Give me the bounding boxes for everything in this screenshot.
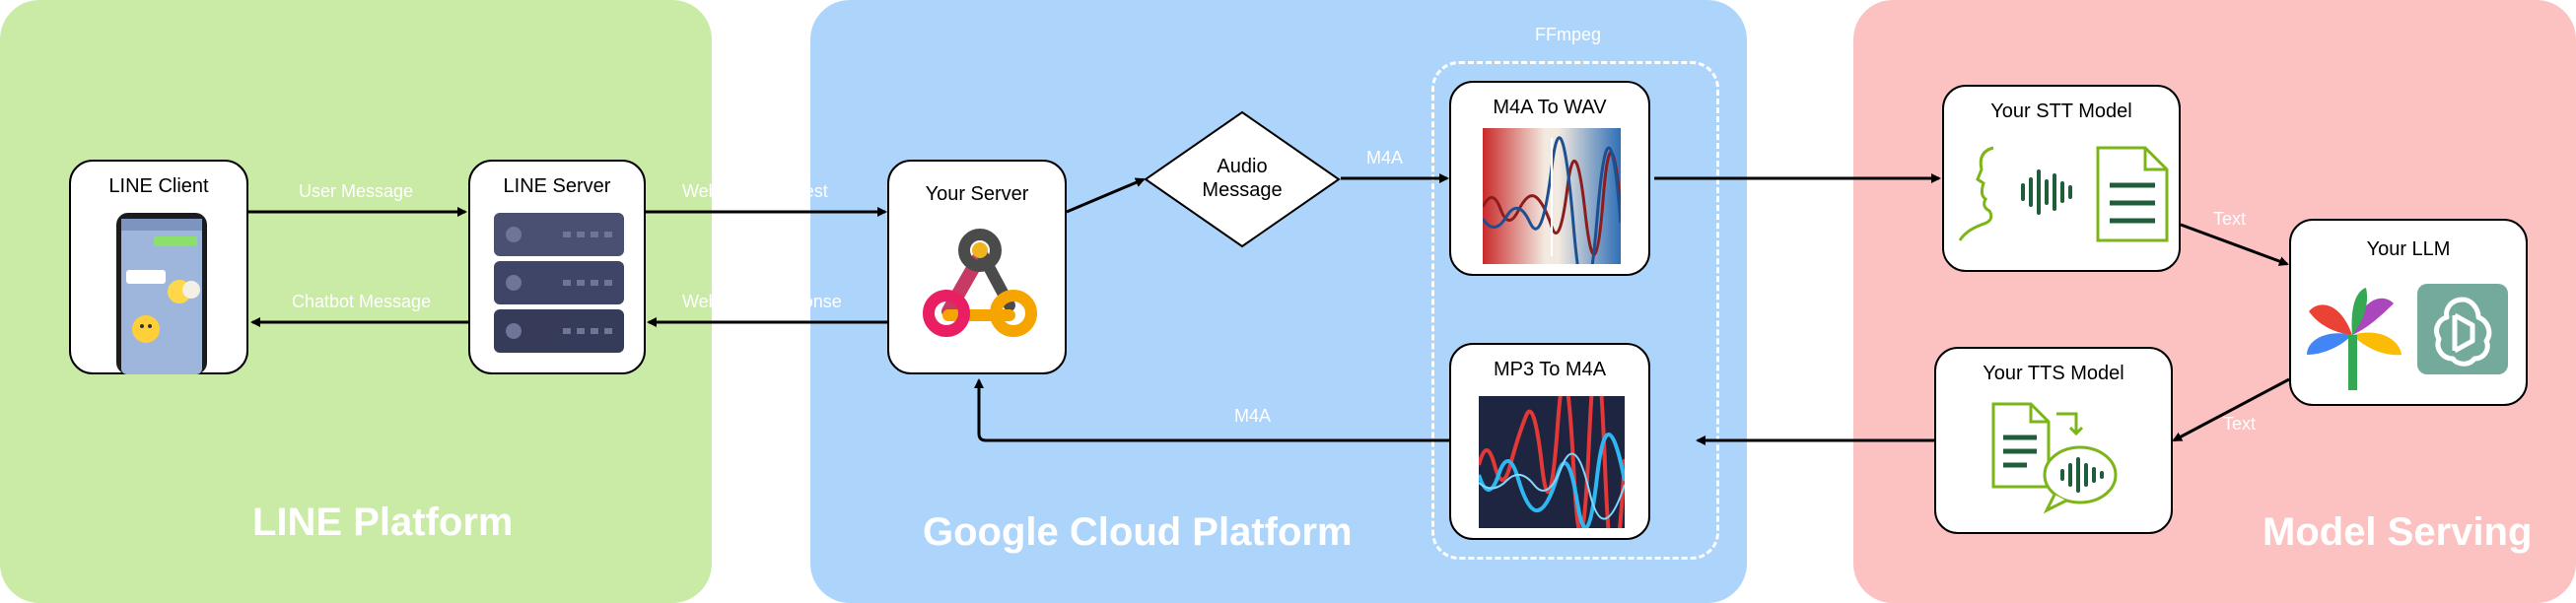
edge-server-to-audio bbox=[1066, 177, 1146, 214]
ffmpeg-group bbox=[1431, 61, 1719, 560]
label-webhook-request-text: Webhook Request bbox=[682, 181, 828, 201]
llm-pinwheel-icon bbox=[2307, 288, 2402, 390]
label-m4a-in: M4A bbox=[1366, 148, 1404, 168]
label-webhook-response-text: Webhook Response bbox=[682, 292, 842, 311]
m4a-to-wav-title: M4A To WAV bbox=[1493, 97, 1607, 118]
tts-model-node[interactable]: Your TTS Model bbox=[1934, 347, 2173, 534]
speech-to-text-icon bbox=[1958, 146, 2169, 242]
tts-model-title: Your TTS Model bbox=[1983, 363, 2124, 384]
model-serving-title: Model Serving bbox=[2263, 510, 2533, 554]
label-chatbot-message: Chatbot Message bbox=[292, 292, 432, 311]
audio-wave-image-blue bbox=[1479, 396, 1625, 528]
openai-icon bbox=[2417, 284, 2508, 374]
audio-message-line1: Audio bbox=[1217, 156, 1268, 177]
audio-message-label: Audio Message bbox=[1144, 155, 1341, 202]
phone-icon bbox=[116, 213, 207, 374]
line-platform-title: LINE Platform bbox=[252, 501, 514, 544]
mp3-to-m4a-title: MP3 To M4A bbox=[1493, 359, 1607, 380]
ffmpeg-label: FFmpeg bbox=[1535, 25, 1602, 44]
your-server-title: Your Server bbox=[925, 183, 1029, 205]
llm-title: Your LLM bbox=[2366, 238, 2451, 260]
label-user-message: User Message bbox=[299, 181, 414, 201]
server-rack-icon bbox=[494, 213, 624, 353]
text-to-speech-icon bbox=[1991, 402, 2118, 514]
llm-node[interactable]: Your LLM bbox=[2289, 219, 2528, 406]
label-webhook-response: Webhook Response bbox=[682, 292, 858, 312]
edge-mp3-to-server bbox=[974, 378, 1449, 442]
line-server-node[interactable]: LINE Server bbox=[468, 160, 646, 374]
stt-model-title: Your STT Model bbox=[1990, 100, 2132, 122]
audio-wave-image-red bbox=[1483, 128, 1621, 264]
m4a-to-wav-node[interactable]: M4A To WAV bbox=[1449, 81, 1650, 276]
audio-message-diamond[interactable] bbox=[1144, 110, 1341, 248]
edge-stt-to-llm bbox=[2180, 223, 2289, 266]
your-server-node[interactable]: Your Server bbox=[887, 160, 1067, 374]
line-client-node[interactable]: LINE Client bbox=[69, 160, 248, 374]
webhook-icon bbox=[923, 229, 1037, 337]
stt-model-node[interactable]: Your STT Model bbox=[1942, 85, 2181, 272]
label-text-from-llm: Text bbox=[2223, 414, 2257, 434]
audio-message-line2: Message bbox=[1202, 179, 1283, 201]
label-webhook-request: Webhook Request bbox=[682, 181, 850, 202]
line-server-title: LINE Server bbox=[503, 175, 611, 197]
gcp-title: Google Cloud Platform bbox=[923, 510, 1353, 554]
label-text-to-llm: Text bbox=[2213, 209, 2247, 229]
label-m4a-out: M4A bbox=[1234, 406, 1272, 426]
mp3-to-m4a-node[interactable]: MP3 To M4A bbox=[1449, 343, 1650, 540]
edge-llm-to-tts bbox=[2172, 377, 2290, 442]
line-client-title: LINE Client bbox=[108, 175, 209, 197]
